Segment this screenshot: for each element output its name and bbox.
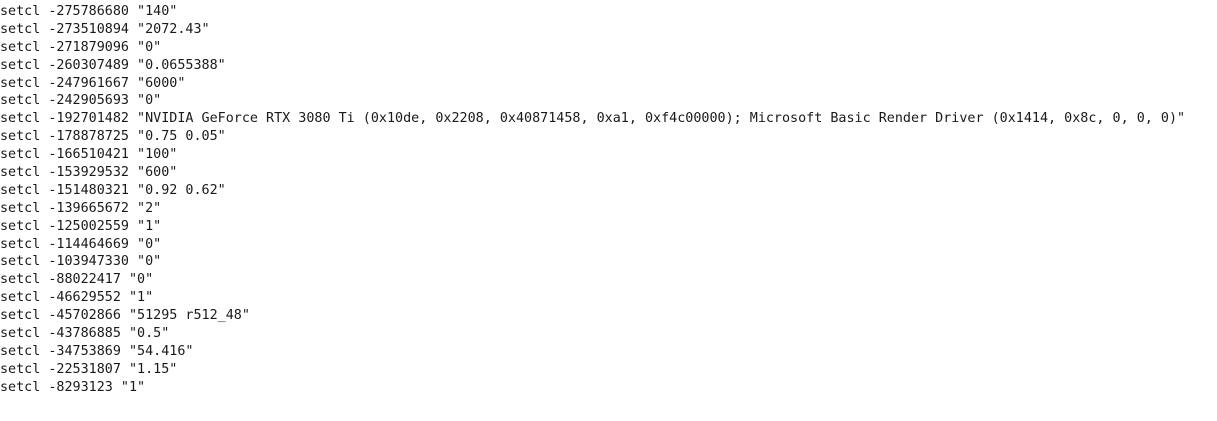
text-line: setcl -45702866 "51295 r512_48" [0,308,250,324]
text-line: setcl -166510421 "100" [0,147,178,163]
text-line: setcl -8293123 "1" [0,379,146,395]
text-line: setcl -114464669 "0" [0,236,162,252]
text-line: setcl -139665672 "2" [0,200,162,216]
text-line: setcl -247961667 "6000" [0,75,186,91]
text-line: setcl -178878725 "0.75 0.05" [0,129,226,145]
text-line: setcl -260307489 "0.0655388" [0,57,226,73]
text-line: setcl -125002559 "1" [0,218,162,234]
text-line: setcl -275786680 "140" [0,4,178,19]
text-line: setcl -34753869 "54.416" [0,343,194,359]
text-line: setcl -151480321 "0.92 0.62" [0,182,226,198]
text-line: setcl -43786885 "0.5" [0,326,170,342]
text-line: setcl -22531807 "1.15" [0,361,178,377]
text-line: setcl -88022417 "0" [0,272,154,288]
text-line: setcl -271879096 "0" [0,39,162,55]
text-line: setcl -242905693 "0" [0,93,162,109]
text-line: setcl -153929532 "600" [0,165,178,181]
text-line: setcl -46629552 "1" [0,290,154,306]
text-line: setcl -103947330 "0" [0,254,162,270]
text-line: setcl -273510894 "2072.43" [0,21,210,37]
text-line: setcl -192701482 "NVIDIA GeForce RTX 308… [0,111,1186,127]
